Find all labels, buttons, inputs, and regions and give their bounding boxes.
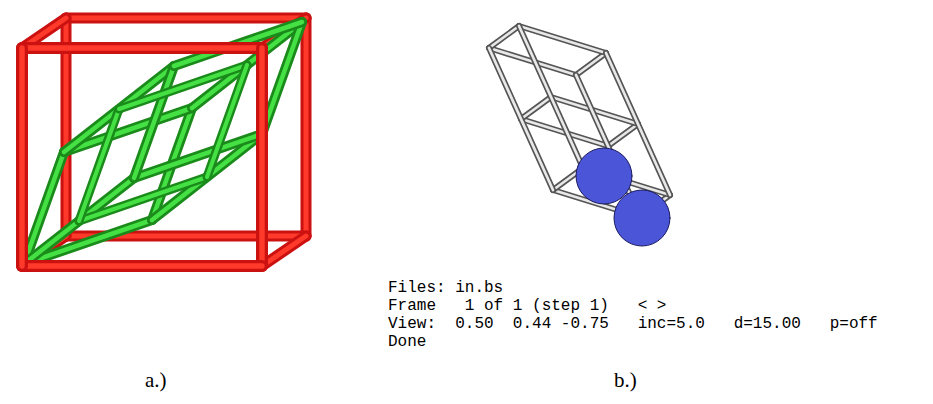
console-line: Frame 1 of 1 (step 1) < > bbox=[388, 297, 666, 315]
rhombohedron-edge bbox=[207, 65, 247, 177]
rhombohedron-edge bbox=[64, 108, 192, 152]
cell-edge bbox=[608, 124, 638, 146]
cube-illustration bbox=[22, 18, 306, 266]
rhombohedron-edge bbox=[24, 220, 152, 264]
cube-edge bbox=[304, 18, 309, 236]
atom-sphere bbox=[614, 190, 670, 246]
cube-edge bbox=[262, 236, 306, 266]
atom-sphere bbox=[576, 148, 632, 204]
cube-edge bbox=[19, 48, 24, 266]
cell-edge bbox=[489, 26, 519, 48]
cell-edge bbox=[576, 53, 606, 75]
console-line: Done bbox=[388, 333, 426, 351]
panel-label: b.) bbox=[614, 368, 637, 393]
cube-edge bbox=[22, 45, 262, 50]
cube-edge bbox=[16, 48, 28, 266]
cube-edge bbox=[22, 42, 262, 54]
rhombohedron-edge bbox=[207, 65, 247, 177]
cell-edge bbox=[608, 124, 638, 146]
rhombohedron-edge bbox=[134, 134, 262, 178]
rhombohedron-edge bbox=[134, 66, 174, 178]
wireframe-cell bbox=[489, 26, 670, 246]
cube-edge bbox=[22, 263, 262, 268]
console-line: Files: in.bs bbox=[388, 279, 503, 297]
rhombohedron-edge bbox=[79, 109, 119, 221]
cube-edge bbox=[259, 48, 264, 266]
rhombohedron-edge bbox=[119, 65, 247, 109]
cube-edge bbox=[256, 48, 268, 266]
rhombohedron-edge bbox=[79, 177, 207, 221]
cell-edge bbox=[489, 48, 553, 190]
rhombohedron-edge bbox=[79, 177, 207, 221]
panel-label: a.) bbox=[145, 368, 167, 393]
rhombohedron-edge bbox=[134, 66, 174, 178]
rhombohedron-edge bbox=[79, 109, 119, 221]
cell-edge bbox=[521, 97, 551, 119]
cell-edge bbox=[521, 97, 551, 119]
cube-edge bbox=[66, 13, 306, 24]
cell-edge bbox=[489, 26, 519, 48]
cube-edge bbox=[66, 16, 306, 21]
cell-edge bbox=[519, 26, 583, 168]
cube-edge bbox=[301, 18, 312, 236]
cell-edge bbox=[489, 48, 553, 190]
cube-edge bbox=[22, 260, 262, 272]
rhombohedron-edge bbox=[119, 65, 247, 109]
cube-edge bbox=[262, 236, 306, 266]
cell-edge bbox=[576, 53, 606, 75]
rhombohedron-edge bbox=[134, 134, 262, 178]
cell-edge bbox=[519, 26, 583, 168]
rhombohedron-edge bbox=[64, 108, 192, 152]
rhombohedron-edge bbox=[24, 220, 152, 264]
console-line: View: 0.50 0.44 -0.75 inc=5.0 d=15.00 p=… bbox=[388, 315, 878, 333]
